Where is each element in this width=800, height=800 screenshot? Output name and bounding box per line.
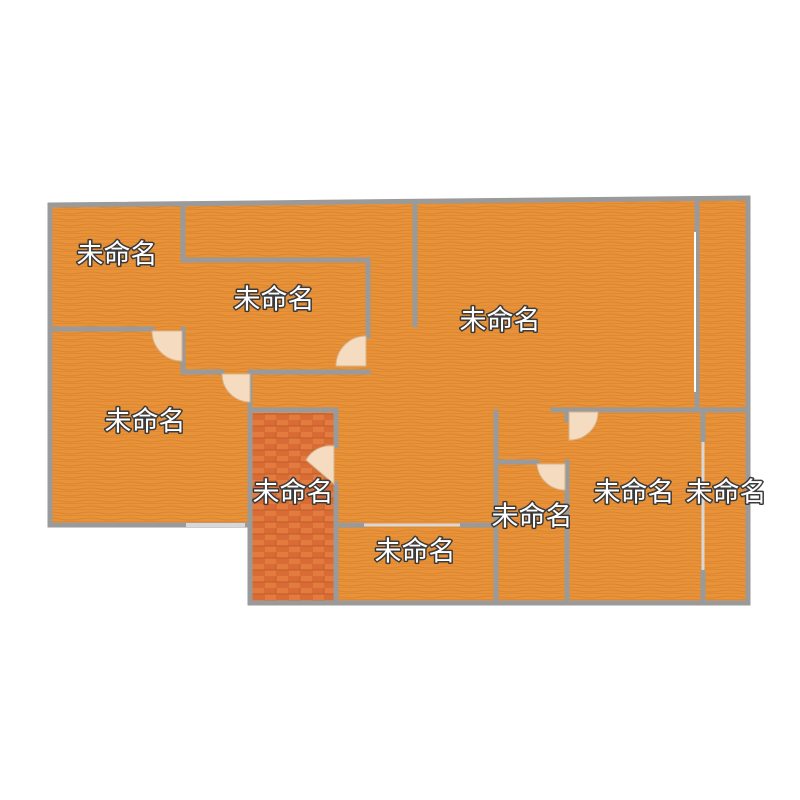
room-label: 未命名 — [77, 240, 158, 271]
room-label: 未命名 — [686, 478, 767, 509]
wall — [180, 257, 371, 339]
walls — [47, 195, 751, 606]
room-label: 未命名 — [105, 407, 186, 438]
outer-wall — [47, 195, 751, 606]
doors — [151, 330, 599, 491]
windows — [186, 232, 705, 570]
room-label: 未命名 — [460, 306, 541, 337]
main-floor — [50, 198, 748, 603]
accent-floor-room — [252, 413, 334, 601]
door-swing — [151, 330, 183, 362]
room-label: 未命名 — [375, 537, 456, 568]
room-label: 未命名 — [253, 478, 334, 509]
room-labels: 未命名 未命名 未命名 未命名 未命名 未命名 未命名 未命名 未命名 — [75, 238, 768, 569]
room-label: 未命名 — [234, 285, 315, 316]
room-label: 未命名 — [492, 502, 573, 533]
door-swing — [305, 445, 335, 486]
door-swing — [536, 463, 566, 491]
room-label: 未命名 — [594, 478, 675, 509]
floor-areas — [50, 198, 748, 603]
door-swing — [335, 335, 367, 367]
door-swing — [221, 373, 251, 403]
door-swing — [568, 411, 599, 441]
